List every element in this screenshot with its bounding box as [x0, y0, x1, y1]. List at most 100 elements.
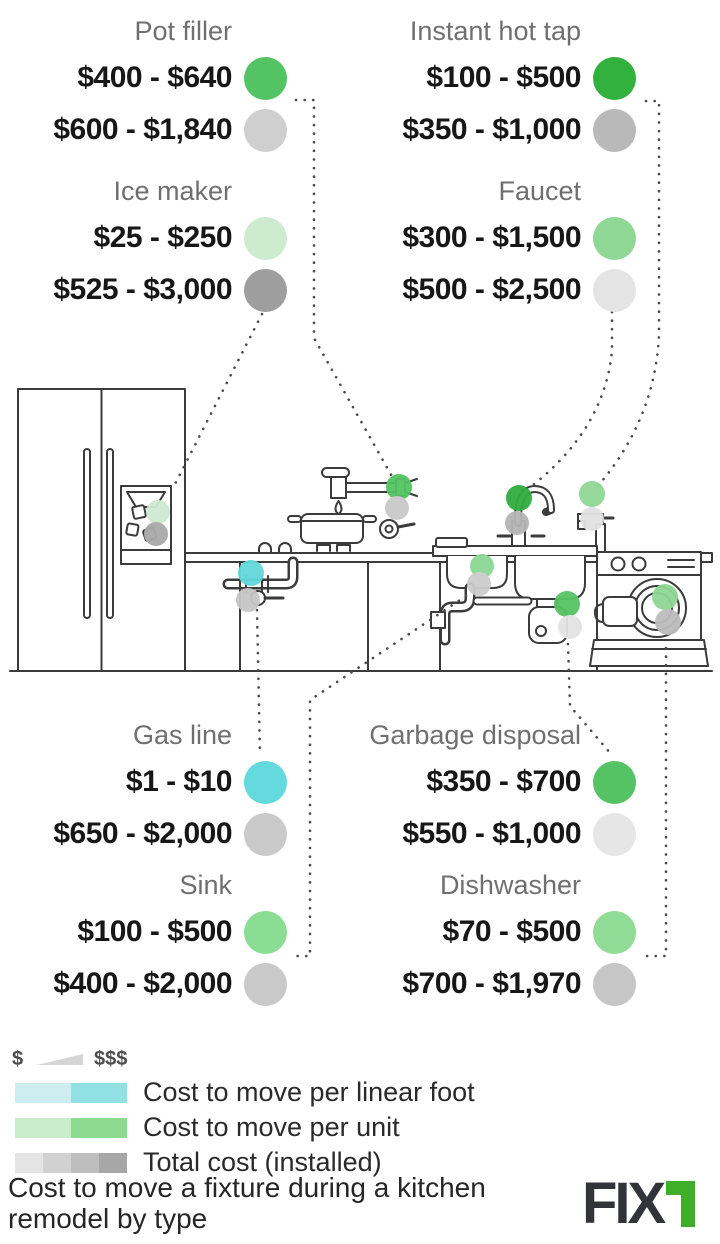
fixr-logo-r-icon [666, 1181, 696, 1227]
move-cost-dot [593, 910, 636, 954]
total-cost-range: $525 - $3,000 [53, 273, 232, 306]
fixture-name: Instant hot tap [409, 16, 581, 46]
sink-total-marker [467, 572, 491, 596]
move-cost-row: $70 - $500 [336, 906, 636, 958]
bar-segment [99, 1152, 127, 1173]
total-cost-dot [593, 268, 636, 312]
gas-total-marker [236, 588, 260, 612]
total-cost-range: $350 - $1,000 [402, 113, 581, 146]
move-cost-row: $300 - $1,500 [336, 212, 636, 264]
dishwasher-illustration [589, 551, 709, 667]
move-cost-dot [244, 760, 287, 804]
move-cost-range: $100 - $500 [426, 61, 581, 94]
fixture-name: Gas line [132, 720, 232, 750]
scale-wedge-icon [37, 1054, 83, 1065]
per-unit-gradient-bar [15, 1117, 127, 1138]
tap-total-marker [580, 507, 604, 531]
pot-filler-total-marker [385, 496, 409, 520]
move-cost-range: $1 - $10 [125, 765, 233, 798]
total-cost-range: $650 - $2,000 [53, 817, 232, 850]
legend-item-per-unit: Cost to move per unit [15, 1112, 400, 1143]
faucet-total-marker [505, 511, 529, 535]
cost-group-gas-line: Gas line $1 - $10 $650 - $2,000 [0, 718, 287, 860]
move-cost-row: $350 - $700 [336, 756, 636, 808]
tap-move-marker [579, 481, 605, 507]
total-cost-row: $700 - $1,970 [336, 958, 636, 1010]
total-cost-range: $500 - $2,500 [402, 273, 581, 306]
total-cost-dot [593, 962, 636, 1006]
cost-group-dishwasher: Dishwasher $70 - $500 $700 - $1,970 [336, 868, 636, 1010]
pot-filler-illustration [321, 467, 418, 539]
move-cost-range: $300 - $1,500 [402, 221, 581, 254]
sink-move-marker [470, 554, 494, 578]
legend-label: Cost to move per unit [143, 1112, 400, 1142]
legend-label: Total cost (installed) [143, 1147, 382, 1177]
bar-segment [43, 1152, 71, 1173]
move-cost-dot [593, 216, 636, 260]
cost-group-ice-maker: Ice maker $25 - $250 $525 - $3,000 [0, 174, 287, 316]
total-cost-row: $500 - $2,500 [336, 264, 636, 316]
fixture-name: Faucet [498, 176, 581, 206]
total-cost-row: $550 - $1,000 [336, 808, 636, 860]
ice-maker-total-marker [144, 522, 168, 546]
fixture-markers [144, 474, 681, 639]
total-cost-row: $400 - $2,000 [0, 958, 287, 1010]
total-cost-dot [244, 268, 287, 312]
move-cost-dot [244, 910, 287, 954]
total-cost-dot [244, 108, 287, 152]
total-cost-row: $600 - $1,840 [0, 104, 287, 156]
pot-filler-move-marker [386, 474, 412, 500]
total-cost-dot [244, 812, 287, 856]
fixr-logo-text: FIX [582, 1171, 666, 1236]
move-cost-dot [593, 56, 636, 100]
cost-group-pot-filler: Pot filler $400 - $640 $600 - $1,840 [0, 14, 287, 156]
total-cost-gradient-bar [15, 1152, 127, 1173]
disposal-move-marker [554, 591, 580, 617]
scale-high-label: $$$ [94, 1048, 128, 1070]
total-cost-row: $350 - $1,000 [336, 104, 636, 156]
bar-segment [71, 1117, 127, 1138]
total-cost-range: $600 - $1,840 [53, 113, 232, 146]
move-cost-dot [244, 216, 287, 260]
move-cost-row: $1 - $10 [0, 756, 287, 808]
leader-faucet [526, 310, 614, 491]
fixture-name: Ice maker [113, 176, 232, 206]
ice-maker-move-marker [146, 500, 170, 524]
fixture-name: Garbage disposal [369, 720, 581, 750]
total-cost-dot [593, 108, 636, 152]
leader-sink [290, 594, 468, 958]
leader-instant-tap [595, 99, 661, 489]
total-cost-dot [593, 812, 636, 856]
total-cost-row: $650 - $2,000 [0, 808, 287, 860]
move-cost-row: $100 - $500 [0, 906, 287, 958]
fixture-name: Sink [179, 870, 232, 900]
dishwasher-move-marker [652, 584, 678, 610]
fixture-name: Dishwasher [439, 870, 581, 900]
leader-lines [172, 98, 668, 958]
move-cost-range: $350 - $700 [426, 765, 581, 798]
bar-segment [71, 1082, 127, 1103]
disposal-total-marker [558, 615, 582, 639]
legend-item-linear-foot: Cost to move per linear foot [15, 1077, 475, 1108]
bar-segment [15, 1117, 71, 1138]
bar-segment [15, 1152, 43, 1173]
move-cost-row: $400 - $640 [0, 52, 287, 104]
total-cost-dot [244, 962, 287, 1006]
faucet-move-marker [506, 485, 532, 511]
dishwasher-total-marker [655, 609, 681, 635]
leader-ice-maker [172, 312, 264, 488]
total-cost-range: $400 - $2,000 [53, 967, 232, 1000]
move-cost-range: $70 - $500 [442, 915, 582, 948]
total-cost-row: $525 - $3,000 [0, 264, 287, 316]
bar-segment [15, 1082, 71, 1103]
refrigerator-illustration [17, 388, 186, 672]
fixture-name: Pot filler [134, 16, 232, 46]
leader-gas-line [255, 608, 262, 758]
leader-disposal [566, 642, 613, 756]
stove-pot-illustration [287, 513, 377, 552]
total-cost-range: $700 - $1,970 [402, 967, 581, 1000]
move-cost-row: $25 - $250 [0, 212, 287, 264]
fixr-logo: FIX [582, 1171, 696, 1236]
